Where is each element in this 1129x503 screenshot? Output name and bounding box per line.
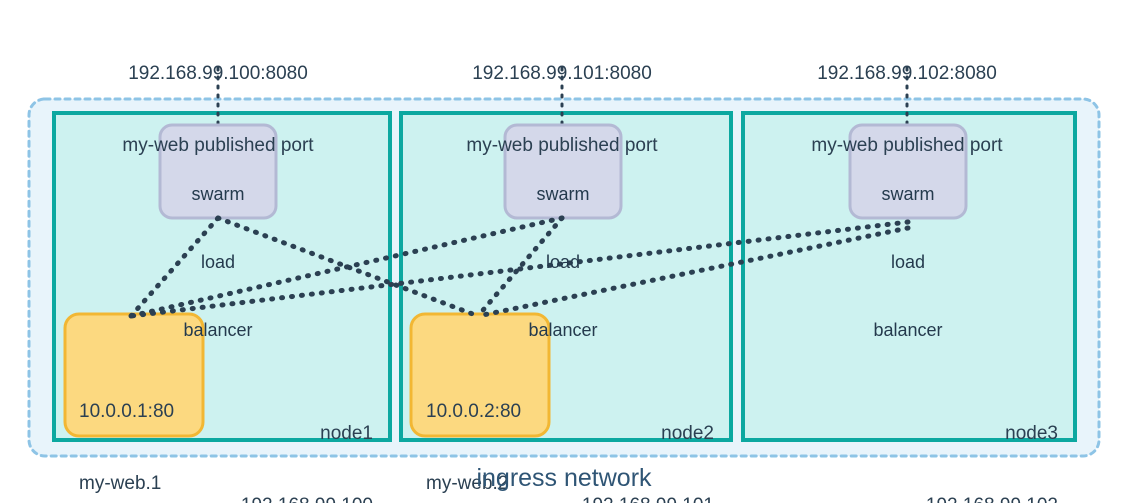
- link-lb2-to-container2: [475, 215, 565, 319]
- node-name-node2: node2: [661, 422, 714, 444]
- container-label-my-web-2: 10.0.0.2:80 my-web.2: [426, 352, 550, 503]
- load-balancer-label-3-line1: swarm: [881, 184, 935, 205]
- load-balancer-label-3: swarm load balancer: [850, 138, 966, 387]
- published-port-address-3: 192.168.99.102:8080: [817, 62, 997, 84]
- published-port-address-2: 192.168.99.101:8080: [472, 62, 652, 84]
- node-ip-node1: 192.168.99.100: [110, 494, 373, 503]
- node-label-node2: node2 192.168.99.101: [452, 374, 714, 503]
- load-balancer-label-2: swarm load balancer: [505, 138, 621, 387]
- node-name-node1: node1: [320, 422, 373, 444]
- load-balancer-label-1: swarm load balancer: [160, 138, 276, 387]
- published-port-label-1: 192.168.99.100:8080 my-web published por…: [98, 14, 338, 206]
- load-balancer-label-1-line1: swarm: [191, 184, 245, 205]
- container-address-1: 10.0.0.1:80: [79, 400, 175, 422]
- node-ip-node3: 192.168.99.102: [796, 494, 1058, 503]
- published-port-label-3: 192.168.99.102:8080 my-web published por…: [787, 14, 1027, 206]
- load-balancer-label-2-line1: swarm: [536, 184, 590, 205]
- link-lb1-to-container1: [128, 215, 221, 319]
- container-label-my-web-1: 10.0.0.1:80 my-web.1: [79, 352, 203, 503]
- load-balancer-box-3: [848, 123, 968, 220]
- container-task-1: my-web.1: [79, 472, 162, 494]
- load-balancer-label-1-line2: load: [200, 252, 236, 273]
- load-balancer-label-2-line2: load: [545, 252, 581, 273]
- published-port-caption-2: my-web published port: [466, 134, 658, 156]
- container-task-2: my-web.2: [426, 472, 509, 494]
- ingress-network-caption: ingress network: [476, 464, 652, 492]
- published-port-address-1: 192.168.99.100:8080: [128, 62, 308, 84]
- node-label-node1: node1 192.168.99.100: [110, 374, 373, 503]
- published-port-caption-1: my-web published port: [122, 134, 314, 156]
- node-name-node3: node3: [1005, 422, 1058, 444]
- link-lb3-to-container2: [475, 225, 911, 319]
- published-port-caption-3: my-web published port: [811, 134, 1003, 156]
- load-balancer-label-3-line2: load: [890, 252, 926, 273]
- load-balancer-label-1-line3: balancer: [183, 320, 253, 341]
- load-balancer-label-2-line3: balancer: [528, 320, 598, 341]
- node-ip-node2: 192.168.99.101: [452, 494, 714, 503]
- link-lb2-to-container1: [128, 215, 565, 319]
- node-label-node3: node3 192.168.99.102: [796, 374, 1058, 503]
- load-balancer-label-3-line3: balancer: [873, 320, 943, 341]
- published-port-label-2: 192.168.99.101:8080 my-web published por…: [442, 14, 682, 206]
- container-box-my-web-2: [409, 312, 551, 438]
- container-address-2: 10.0.0.2:80: [426, 400, 522, 422]
- link-lb3-to-container1: [128, 219, 911, 319]
